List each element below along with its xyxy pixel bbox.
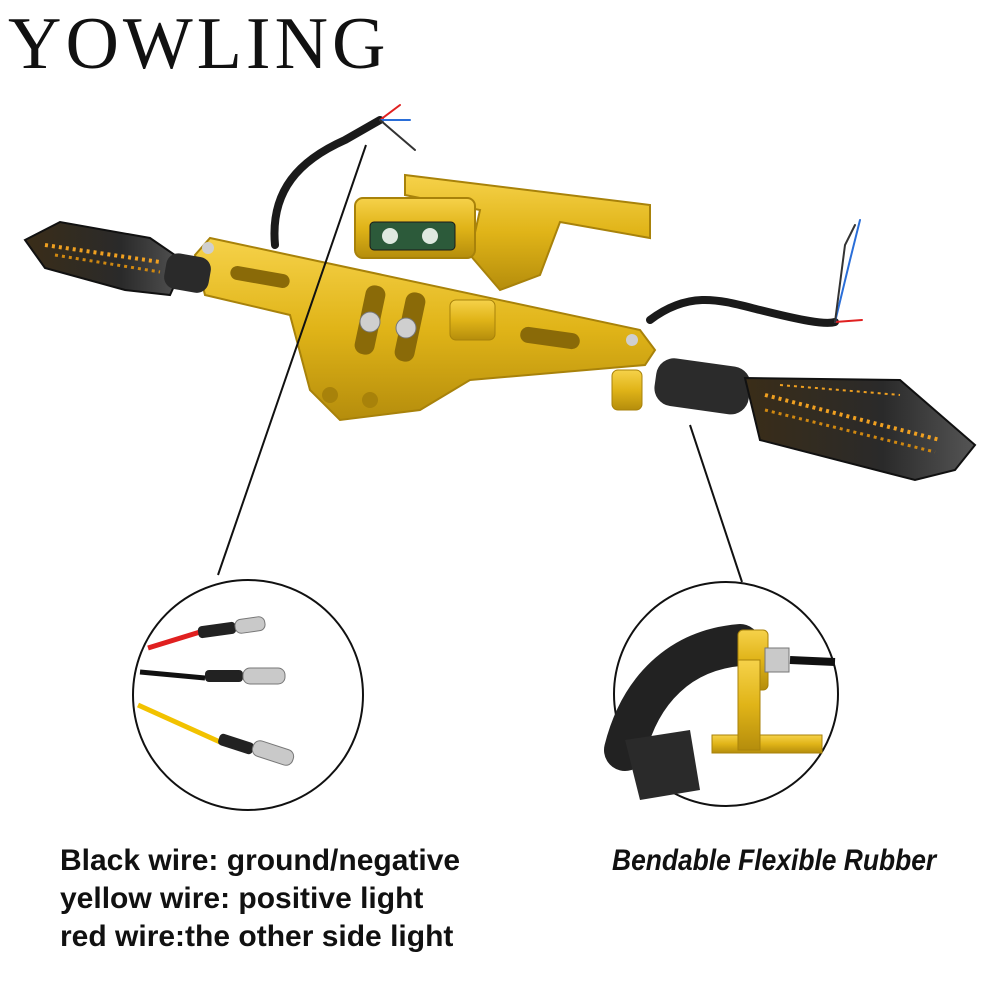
caption-red-wire: red wire:the other side light (60, 920, 454, 953)
flexible-rubber-detail (604, 581, 839, 807)
left-turn-signal (23, 220, 211, 297)
caption-flexible-rubber: Bendable Flexible Rubber (612, 844, 937, 877)
top-wires (270, 104, 416, 249)
brand-logo: YOWLING (8, 3, 390, 85)
pointer-line-right (689, 424, 743, 583)
plate-mount (354, 173, 651, 292)
bracket-arm (193, 236, 657, 422)
wire-color-captions: Black wire: ground/negative yellow wire:… (60, 842, 460, 956)
caption-yellow-wire: yellow wire: positive light (60, 882, 424, 915)
right-wires (646, 219, 863, 327)
caption-black-wire: Black wire: ground/negative (60, 844, 461, 877)
wire-connectors-detail (132, 579, 364, 811)
pointer-line-left (217, 144, 367, 576)
right-turn-signal (654, 358, 977, 482)
